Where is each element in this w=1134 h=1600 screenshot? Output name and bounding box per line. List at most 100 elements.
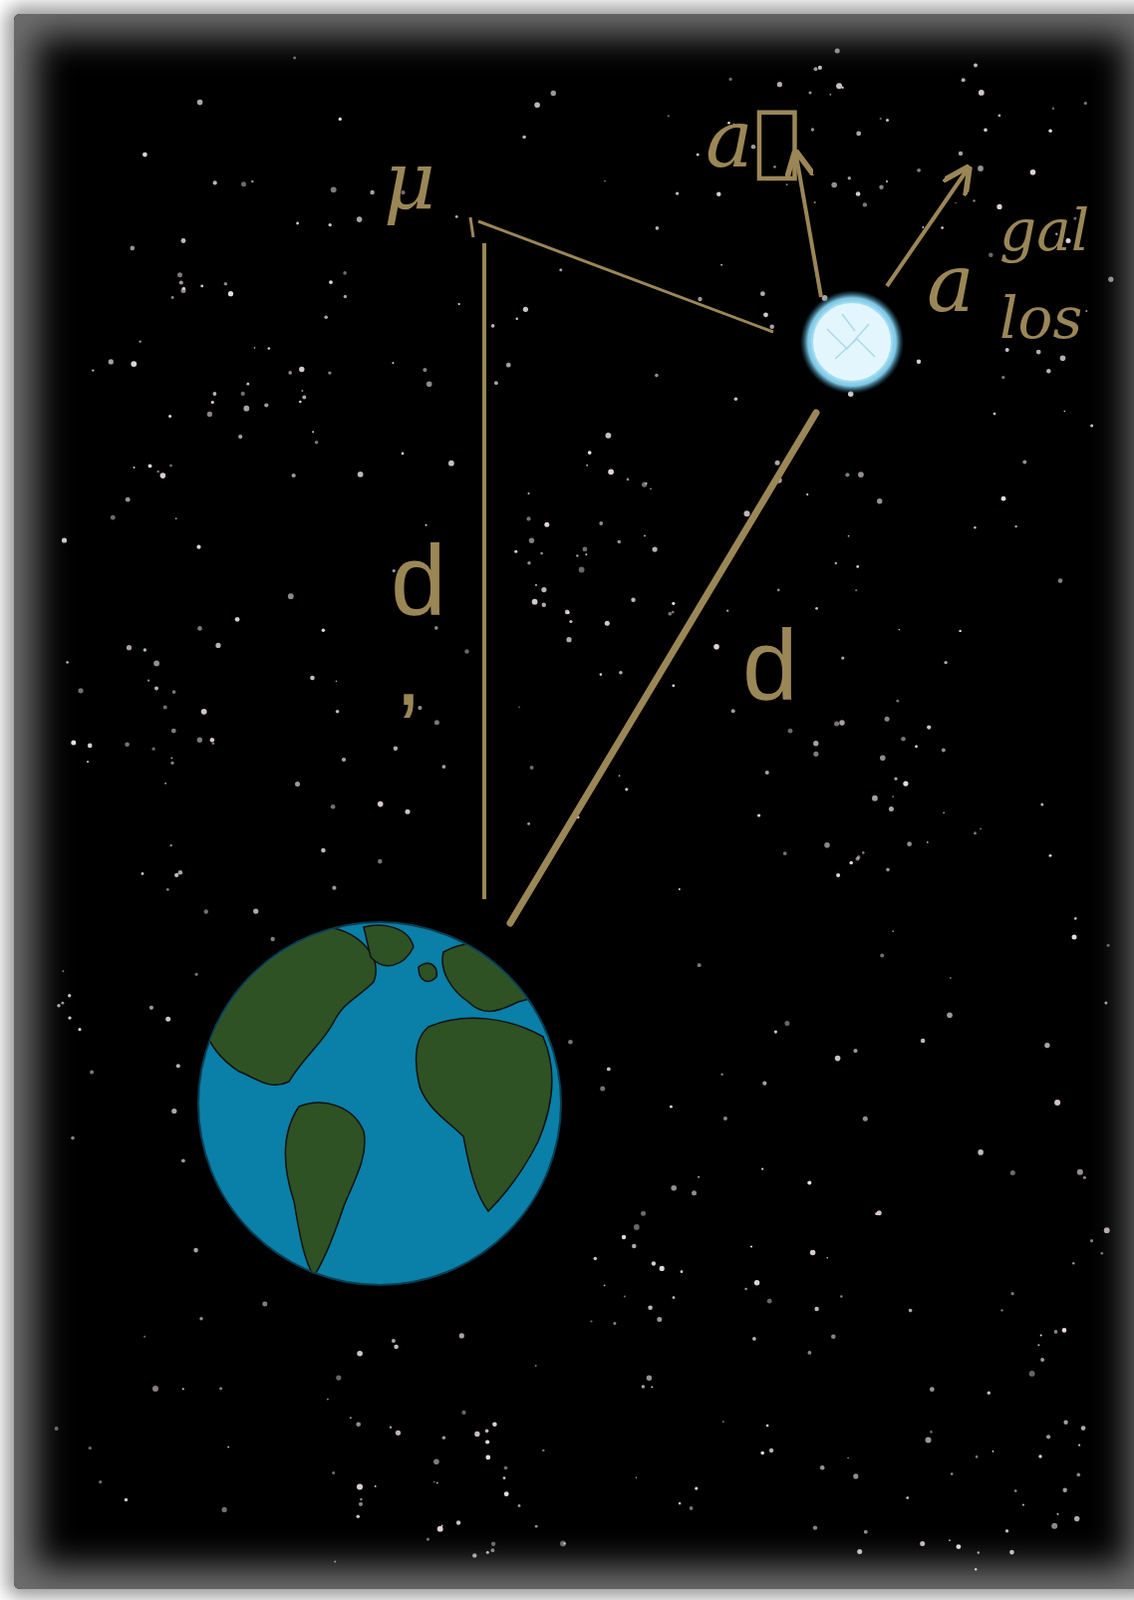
background-star bbox=[1077, 1472, 1082, 1477]
background-star bbox=[925, 1436, 932, 1443]
background-star bbox=[582, 547, 588, 553]
background-star bbox=[835, 48, 841, 54]
background-star bbox=[1072, 1261, 1075, 1264]
background-star bbox=[678, 1501, 682, 1505]
background-star bbox=[835, 1055, 842, 1062]
background-star bbox=[726, 609, 729, 612]
background-star bbox=[126, 644, 132, 650]
background-star bbox=[593, 1256, 598, 1261]
background-star bbox=[654, 373, 659, 378]
background-star bbox=[824, 842, 831, 849]
background-star bbox=[300, 389, 303, 392]
background-star bbox=[152, 1385, 159, 1392]
background-star bbox=[61, 537, 67, 543]
background-star bbox=[199, 1316, 203, 1320]
background-star bbox=[1063, 1419, 1068, 1424]
background-star bbox=[647, 1304, 653, 1310]
background-star bbox=[814, 201, 817, 204]
background-star bbox=[174, 872, 179, 877]
background-star bbox=[1030, 169, 1037, 176]
background-star bbox=[91, 368, 94, 371]
background-star bbox=[678, 887, 681, 890]
background-star bbox=[926, 725, 931, 730]
background-star bbox=[87, 743, 93, 749]
background-star bbox=[491, 1547, 496, 1552]
distance-line bbox=[510, 412, 817, 923]
background-star bbox=[672, 1295, 676, 1299]
background-star bbox=[535, 1364, 538, 1367]
background-star bbox=[956, 1543, 962, 1549]
background-star bbox=[518, 1503, 522, 1507]
background-star bbox=[298, 366, 304, 372]
background-star bbox=[849, 860, 853, 865]
background-star bbox=[181, 1157, 186, 1162]
background-star bbox=[879, 754, 886, 761]
background-star bbox=[1060, 355, 1067, 362]
background-star bbox=[1054, 1329, 1059, 1334]
background-star bbox=[861, 850, 865, 854]
background-star bbox=[1040, 803, 1044, 807]
background-star bbox=[1005, 1528, 1009, 1532]
background-star bbox=[391, 1338, 396, 1343]
background-star bbox=[526, 516, 531, 521]
background-star bbox=[855, 131, 861, 137]
background-star bbox=[331, 885, 336, 890]
background-star bbox=[566, 636, 571, 642]
background-star bbox=[527, 822, 531, 826]
background-star bbox=[752, 1336, 757, 1341]
background-star bbox=[618, 670, 623, 675]
proper-motion-line bbox=[478, 221, 774, 332]
background-star bbox=[213, 180, 218, 185]
background-star bbox=[641, 482, 647, 488]
background-star bbox=[528, 492, 531, 495]
background-star bbox=[713, 643, 720, 650]
background-star bbox=[641, 1384, 646, 1389]
background-star bbox=[170, 844, 173, 847]
background-star bbox=[1078, 1443, 1081, 1446]
background-star bbox=[175, 517, 178, 520]
background-star bbox=[341, 757, 346, 762]
background-star bbox=[170, 761, 174, 765]
background-star bbox=[1101, 1251, 1105, 1255]
background-star bbox=[958, 629, 961, 632]
background-star bbox=[251, 180, 255, 184]
background-star bbox=[472, 1552, 477, 1557]
background-star bbox=[888, 806, 894, 812]
background-star bbox=[1052, 107, 1055, 110]
background-star bbox=[697, 296, 702, 301]
background-star bbox=[98, 1479, 102, 1483]
background-star bbox=[671, 683, 675, 687]
background-star bbox=[320, 848, 326, 853]
background-star bbox=[56, 1003, 60, 1007]
background-star bbox=[65, 660, 68, 663]
background-star bbox=[238, 434, 243, 439]
distance-line bbox=[482, 243, 487, 899]
background-star bbox=[139, 339, 142, 342]
background-star bbox=[646, 1375, 652, 1381]
background-star bbox=[891, 795, 894, 798]
background-star bbox=[845, 472, 850, 477]
background-star bbox=[1081, 1424, 1087, 1430]
background-star bbox=[1051, 1522, 1058, 1529]
background-star bbox=[659, 1265, 665, 1271]
background-star bbox=[908, 1308, 913, 1313]
background-star bbox=[1009, 1549, 1015, 1555]
background-star bbox=[374, 1484, 377, 1487]
background-star bbox=[1046, 368, 1051, 373]
background-star bbox=[722, 1419, 725, 1422]
background-star bbox=[852, 1048, 857, 1053]
background-star bbox=[977, 1148, 984, 1155]
background-star bbox=[89, 1070, 94, 1075]
background-star bbox=[584, 553, 587, 556]
background-star bbox=[815, 606, 819, 610]
background-star bbox=[624, 787, 628, 791]
background-star bbox=[807, 1180, 812, 1185]
background-star bbox=[987, 1391, 991, 1395]
background-star bbox=[643, 535, 646, 538]
background-star bbox=[527, 561, 531, 565]
background-star bbox=[731, 708, 736, 713]
background-star bbox=[841, 656, 845, 660]
background-star bbox=[108, 358, 114, 364]
background-star bbox=[358, 1501, 363, 1506]
background-star bbox=[330, 186, 337, 193]
